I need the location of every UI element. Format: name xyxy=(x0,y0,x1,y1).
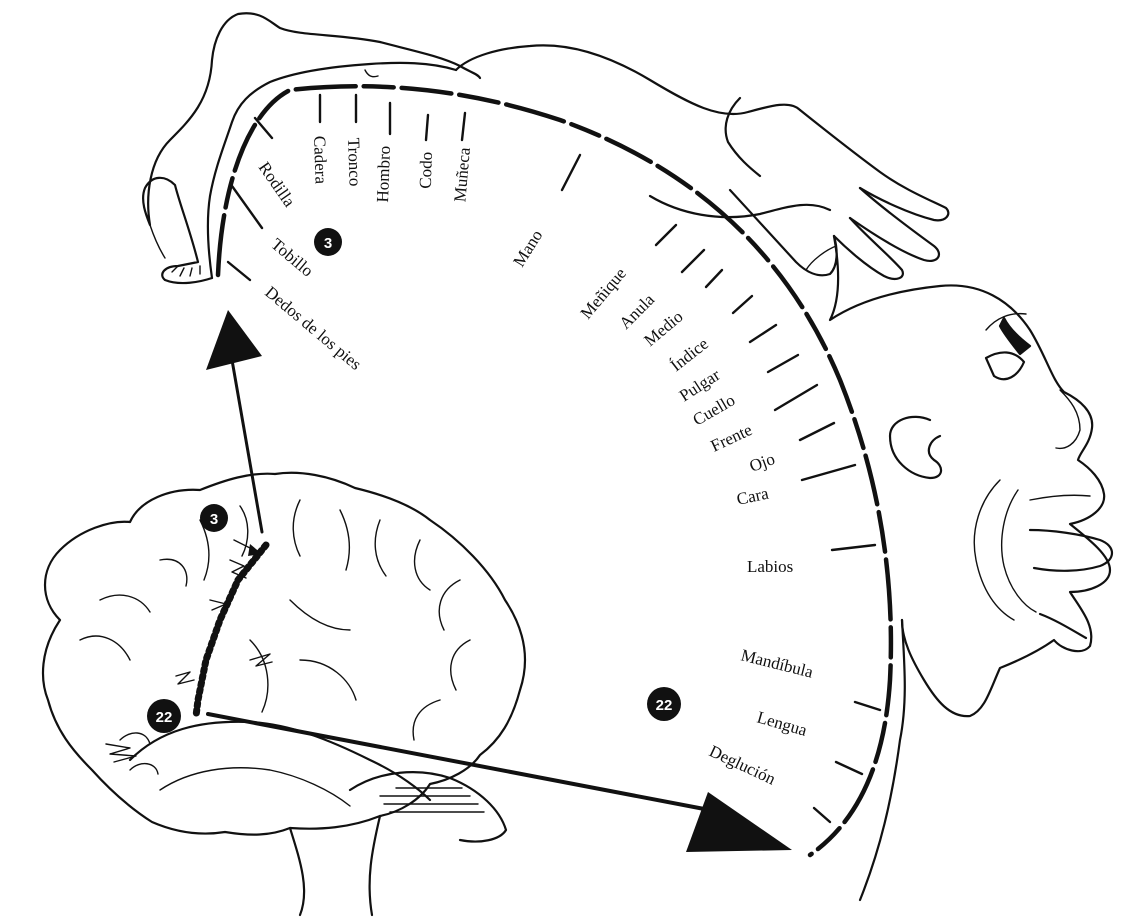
tick xyxy=(855,702,880,710)
face-figure xyxy=(830,236,1112,900)
label-cara: Cara xyxy=(735,484,771,509)
label-dedos-pies: Dedos de los pies xyxy=(261,283,365,374)
label-tronco: Tronco xyxy=(344,137,365,186)
tick xyxy=(768,355,798,372)
tick xyxy=(836,762,862,774)
label-mandibula: Mandíbula xyxy=(739,645,816,681)
tick xyxy=(800,423,834,440)
marker-22-brain-text: 22 xyxy=(156,709,173,726)
tick xyxy=(255,118,272,138)
marker-3-brain-text: 3 xyxy=(210,511,218,528)
tick xyxy=(656,225,676,245)
label-muneca: Muñeca xyxy=(450,146,474,203)
marker-22-arc: 22 xyxy=(647,687,681,721)
tick xyxy=(814,808,830,822)
label-frente: Frente xyxy=(708,420,755,456)
tick xyxy=(462,113,465,140)
tick xyxy=(232,186,262,228)
cortex-arc xyxy=(218,86,891,855)
tick xyxy=(750,325,776,342)
label-lengua: Lengua xyxy=(755,708,810,740)
label-indice: Índice xyxy=(667,334,712,375)
tick xyxy=(802,465,855,480)
tick xyxy=(562,155,580,190)
label-ojo: Ojo xyxy=(747,449,777,476)
tick xyxy=(775,385,817,410)
marker-22-brain: 22 xyxy=(147,699,181,733)
label-tobillo: Tobillo xyxy=(267,235,317,281)
tick xyxy=(228,262,250,280)
marker-3-arc: 3 xyxy=(314,228,342,256)
tick xyxy=(832,545,875,550)
arrow-right-shaft xyxy=(208,714,720,812)
arrow-right-head xyxy=(686,792,792,852)
label-codo: Codo xyxy=(416,151,436,188)
label-cadera: Cadera xyxy=(310,135,331,184)
tick xyxy=(426,115,428,140)
tick xyxy=(733,296,752,313)
tick xyxy=(706,270,722,287)
label-labios: Labios xyxy=(747,557,793,576)
label-deglucion: Deglución xyxy=(706,741,779,788)
label-hombro: Hombro xyxy=(373,145,394,202)
marker-22-arc-text: 22 xyxy=(656,697,673,714)
label-mano: Mano xyxy=(509,226,546,270)
marker-3-arc-text: 3 xyxy=(324,235,332,252)
arrow-up-head xyxy=(206,310,262,370)
label-rodilla: Rodilla xyxy=(255,158,300,210)
arrow-up-shaft xyxy=(232,360,262,532)
brain-figure xyxy=(43,473,525,915)
marker-3-brain: 3 xyxy=(200,504,228,532)
tick xyxy=(682,250,704,272)
